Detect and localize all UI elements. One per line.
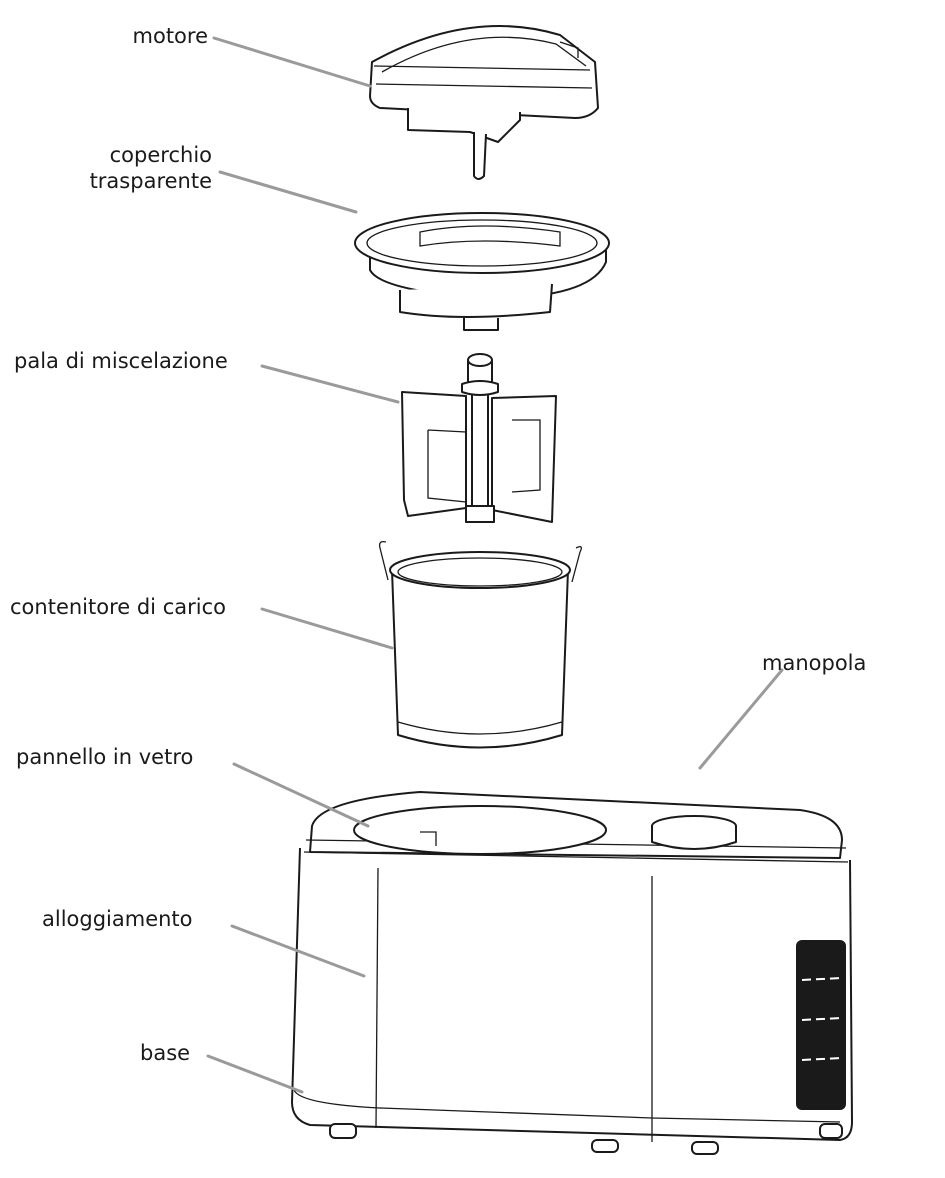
leader-base	[206, 1054, 304, 1094]
leader-lines	[206, 36, 784, 1094]
label-motor: motore	[132, 24, 208, 48]
leader-housing	[230, 924, 366, 978]
label-lid-line2: trasparente	[89, 169, 212, 193]
leader-bowl	[260, 607, 394, 650]
label-knob: manopola	[762, 651, 867, 675]
leader-glass-panel	[232, 762, 370, 828]
label-lid-line1: coperchio	[109, 143, 212, 167]
main-housing	[291, 791, 853, 1155]
transparent-lid	[354, 212, 610, 331]
label-glass-panel: pannello in vetro	[16, 745, 194, 769]
leader-paddle	[260, 364, 400, 404]
label-base: base	[140, 1041, 191, 1065]
mixing-paddle	[401, 353, 557, 523]
loading-bowl	[378, 540, 582, 749]
motor-unit	[369, 25, 599, 180]
leader-lid	[218, 170, 358, 214]
label-housing: alloggiamento	[42, 907, 193, 931]
label-loading-bowl: contenitore di carico	[10, 595, 226, 619]
label-mixing-paddle: pala di miscelazione	[14, 349, 228, 373]
leader-knob	[698, 668, 784, 770]
leader-motor	[212, 36, 372, 88]
label-transparent-lid: coperchio trasparente	[40, 142, 212, 194]
